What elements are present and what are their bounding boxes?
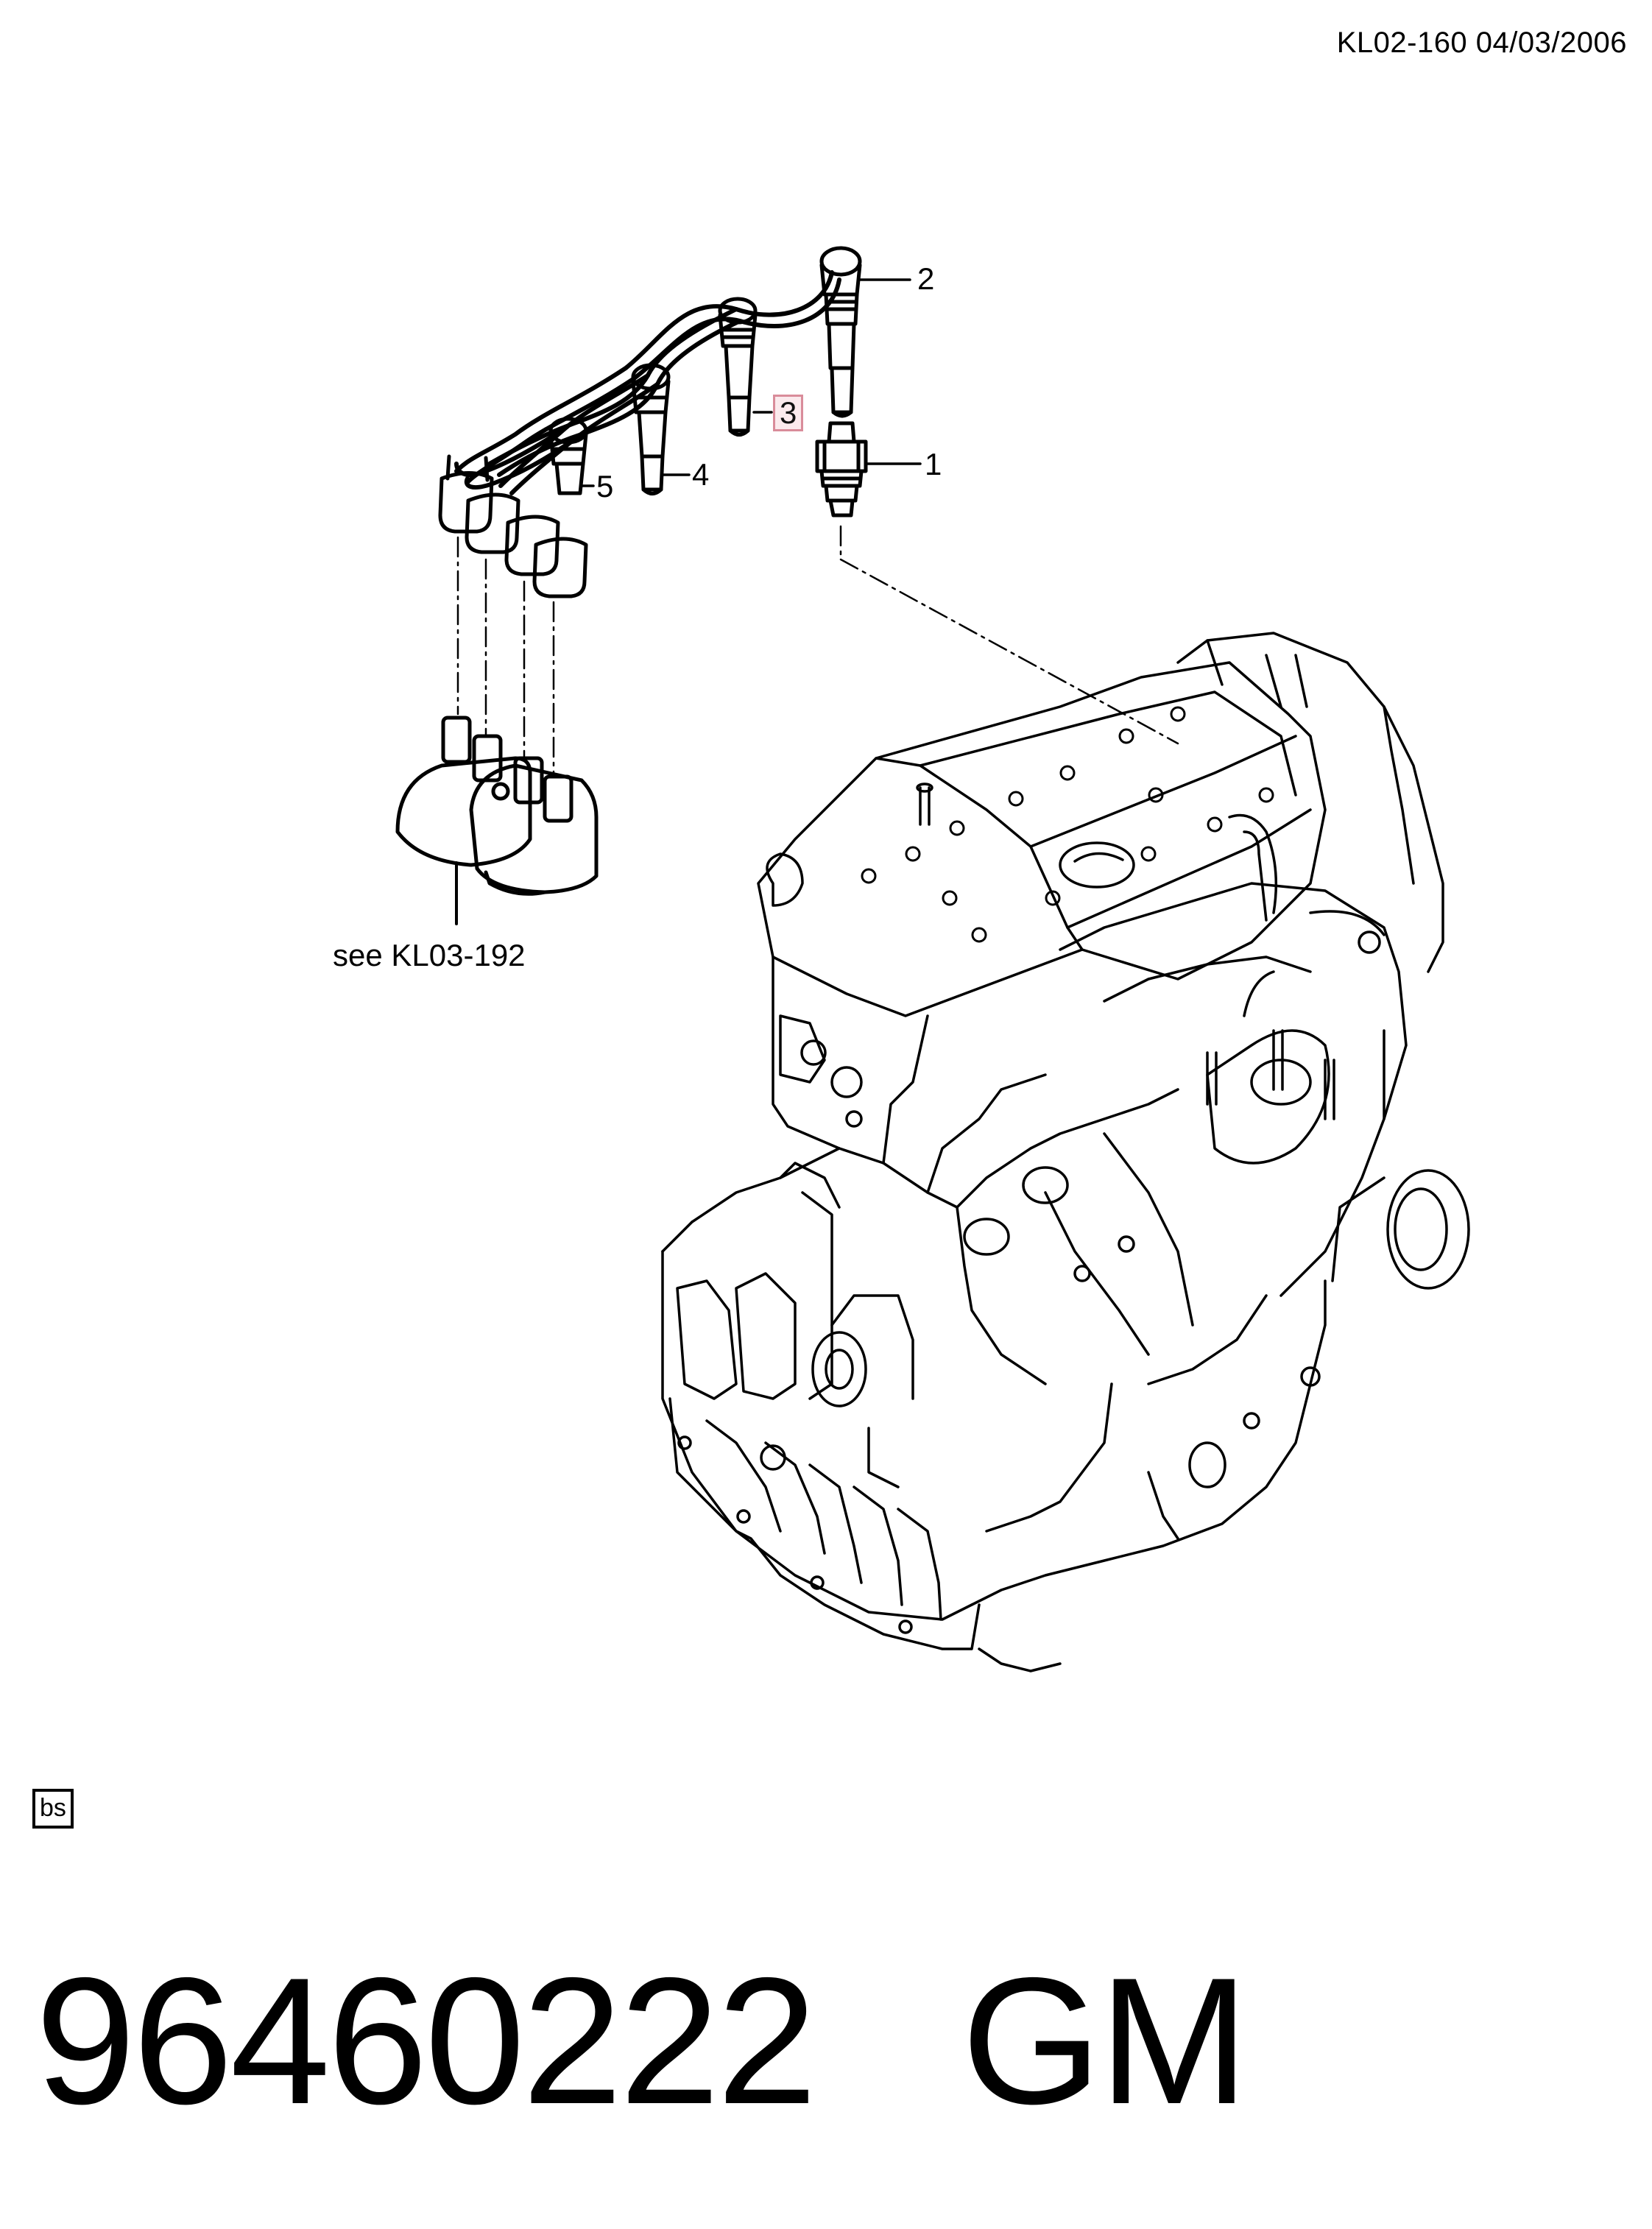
bs-badge: bs [32,1789,74,1829]
assembly-guide-lines [456,525,1179,774]
spark-plug [815,421,868,517]
ignition-boot-3 [718,297,758,437]
callout-2[interactable]: 2 [917,261,935,296]
coil-boots [438,454,588,598]
callout-4[interactable]: 4 [692,457,710,492]
cross-reference-label[interactable]: see KL03-192 [333,938,526,972]
ignition-boot-2 [819,246,862,418]
part-number: 96460222 [35,1940,817,2141]
ignition-wire-harness [454,270,841,495]
callout-3-highlighted[interactable]: 3 [773,395,804,431]
callout-5[interactable]: 5 [596,469,614,504]
document-reference: KL02-160 04/03/2006 [1336,27,1627,59]
engine-block [661,632,1470,1672]
callout-leaders [580,278,922,487]
callout-1[interactable]: 1 [925,447,942,481]
brand-name: GM [961,1940,1249,2141]
ignition-boot-4 [631,363,671,495]
ignition-coil [395,716,599,925]
ignition-boot-5 [548,417,588,495]
